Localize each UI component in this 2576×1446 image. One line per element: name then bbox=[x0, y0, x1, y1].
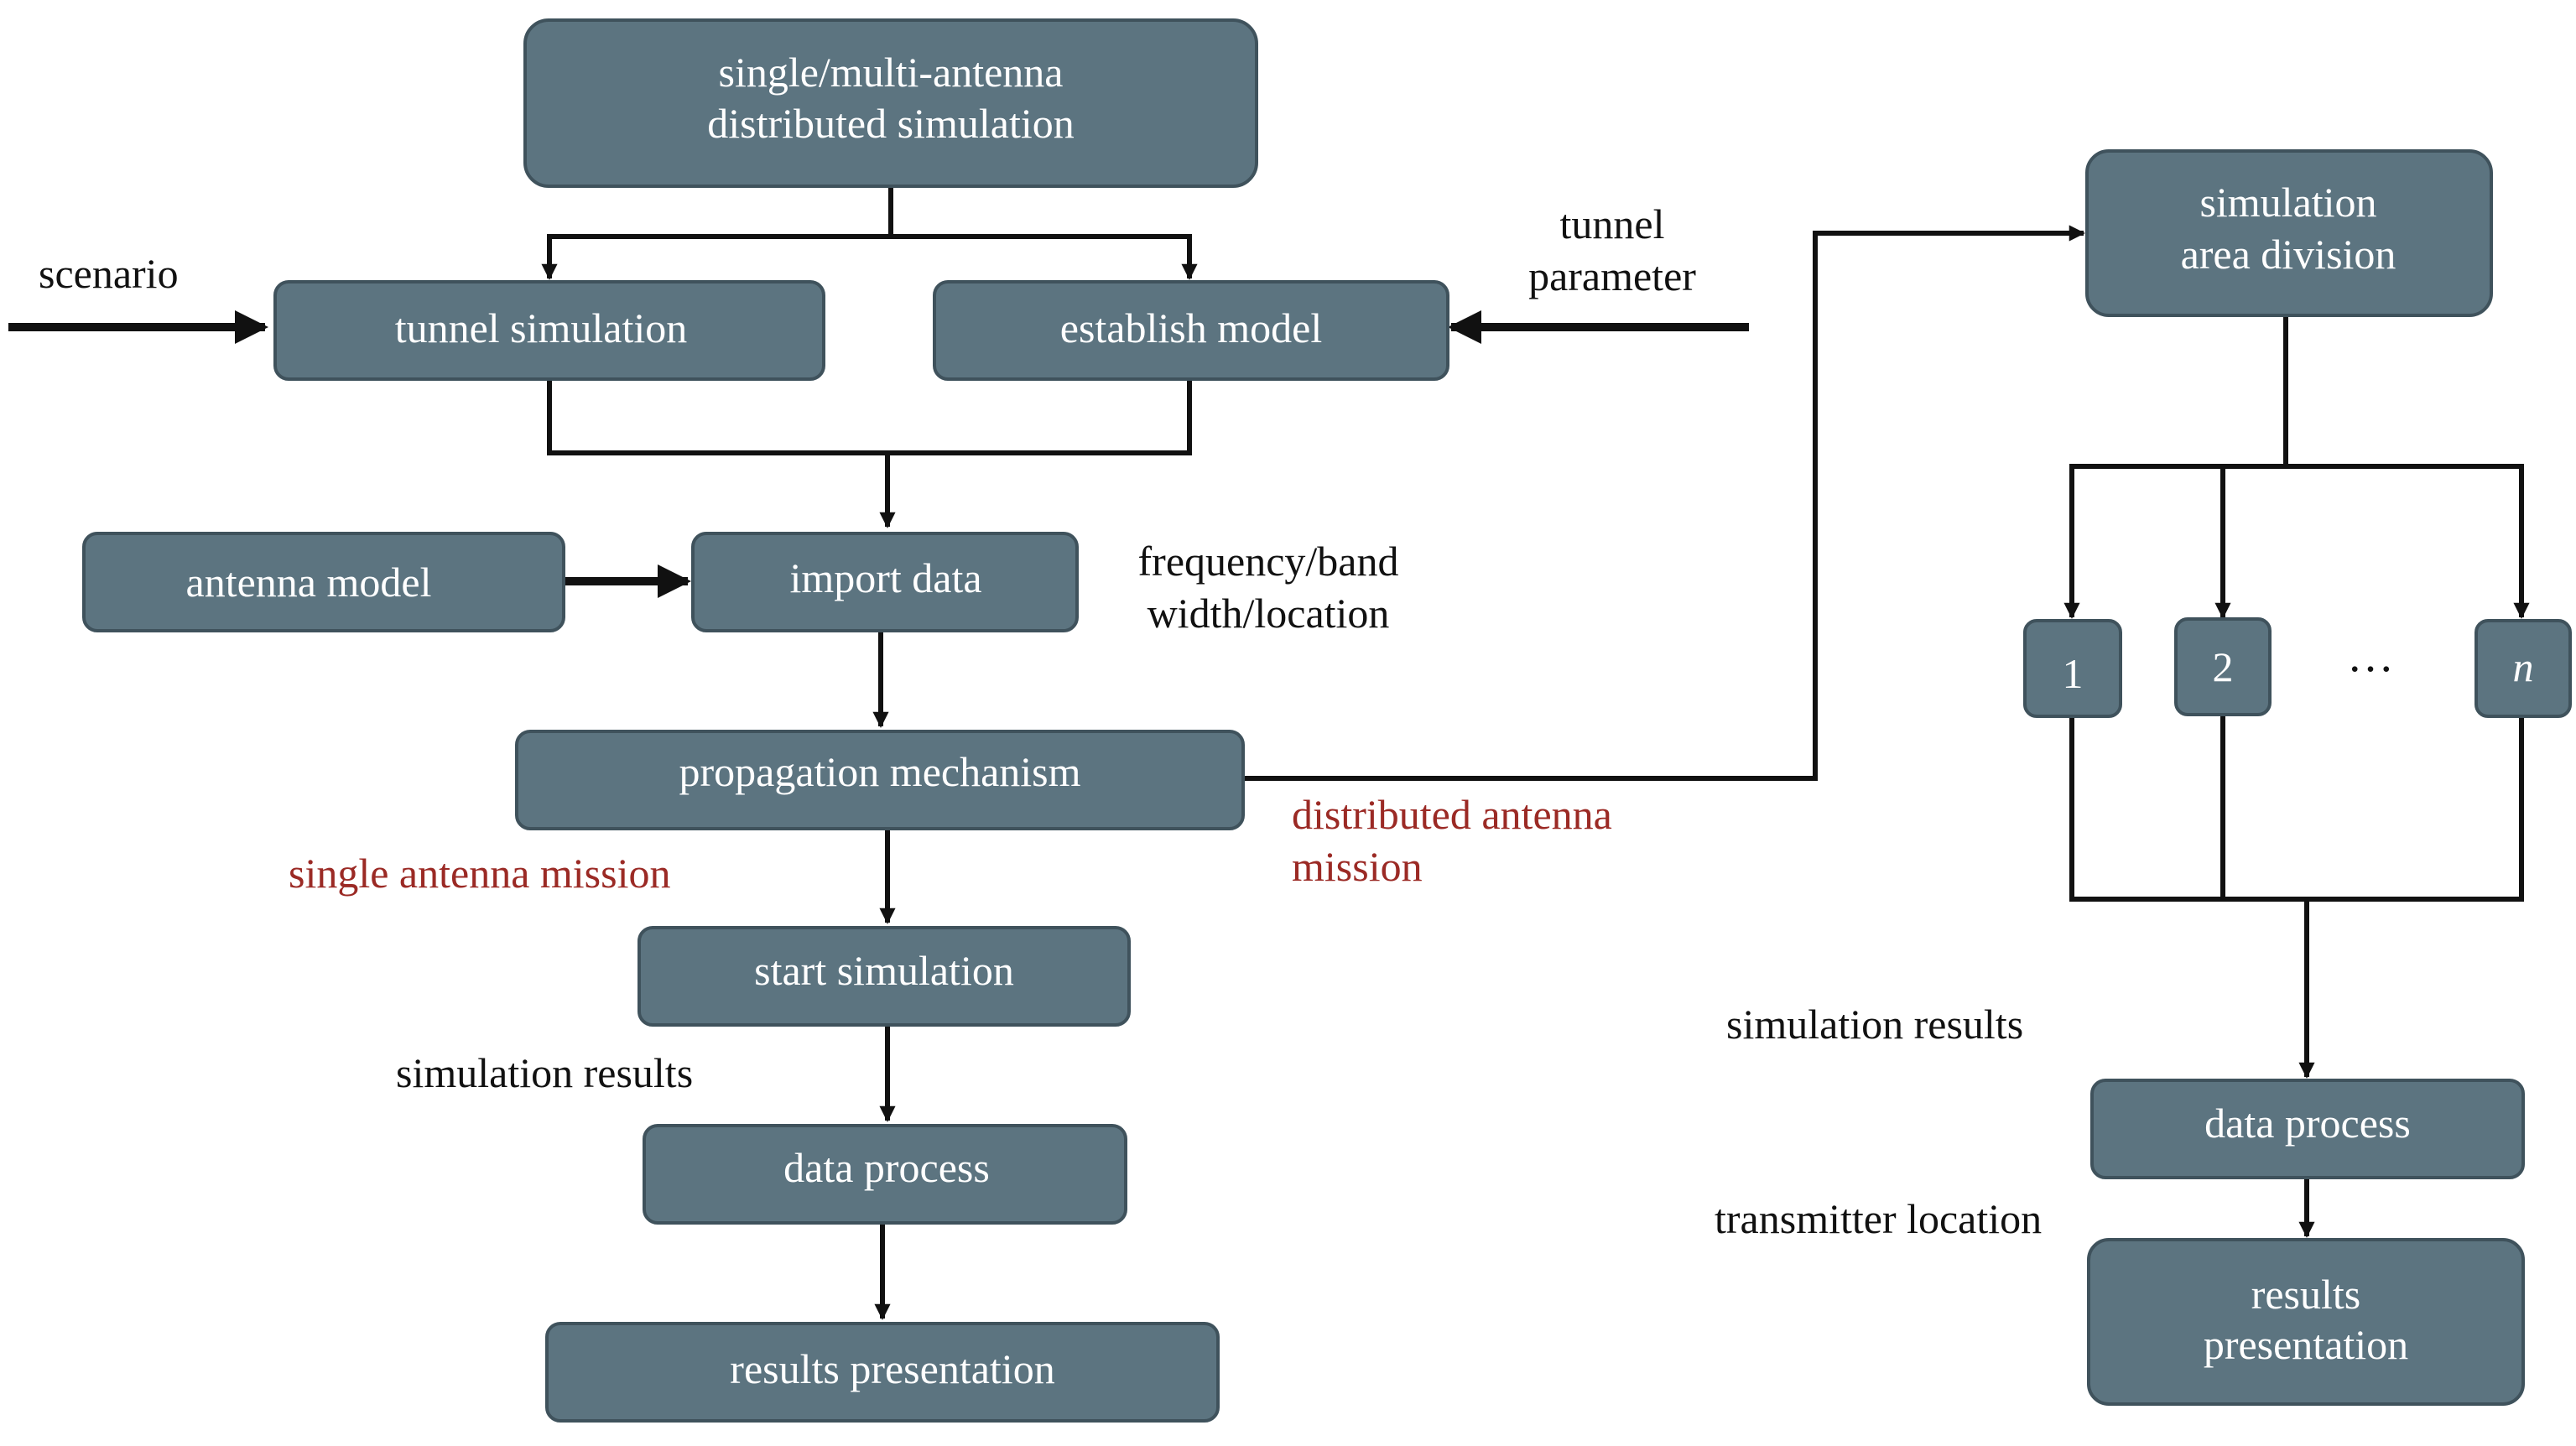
node-2-label: 2 bbox=[2213, 643, 2234, 690]
node-top-line2: distributed simulation bbox=[707, 100, 1074, 147]
node-establish-model: establish model bbox=[933, 280, 1449, 381]
node-n: n bbox=[2475, 619, 2572, 718]
node-simulation-area-division: simulation area division bbox=[2085, 149, 2493, 317]
node-data-process-right-label: data process bbox=[2204, 1100, 2411, 1147]
node-results-presentation-right-line2: presentation bbox=[2204, 1321, 2408, 1368]
node-tunnel-simulation-label: tunnel simulation bbox=[395, 304, 688, 351]
label-simulation-results-right: simulation results bbox=[1726, 1001, 2023, 1048]
connector-merge bbox=[547, 379, 1192, 455]
node-data-process-left: data process bbox=[643, 1124, 1127, 1225]
node-results-presentation-left: results presentation bbox=[545, 1322, 1220, 1423]
node-import-data-label: import data bbox=[789, 554, 981, 601]
label-distributed-antenna-mission-line1: distributed antenna bbox=[1292, 791, 1612, 838]
node-propagation-mechanism: propagation mechanism bbox=[515, 730, 1245, 830]
node-ellipsis: … bbox=[2347, 630, 2394, 682]
node-1-label: 1 bbox=[2063, 650, 2084, 697]
connector-distributed bbox=[1243, 225, 2085, 781]
node-data-process-left-label: data process bbox=[783, 1144, 990, 1191]
connector-area-split bbox=[2069, 315, 2288, 612]
label-distributed-antenna-mission-line2: mission bbox=[1292, 843, 1423, 890]
node-start-simulation: start simulation bbox=[637, 926, 1131, 1027]
node-results-presentation-right: results presentation bbox=[2087, 1238, 2525, 1406]
node-1: 1 bbox=[2023, 619, 2122, 718]
connector-top-split bbox=[547, 188, 893, 273]
node-propagation-mechanism-label: propagation mechanism bbox=[679, 748, 1080, 795]
label-tunnel-parameter-line1: tunnel bbox=[1560, 200, 1665, 247]
label-single-antenna-mission: single antenna mission bbox=[289, 850, 671, 897]
node-top-line1: single/multi-antenna bbox=[718, 49, 1063, 96]
node-start-simulation-label: start simulation bbox=[754, 947, 1014, 994]
connector-nodes-merge bbox=[2069, 716, 2524, 902]
node-n-label: n bbox=[2513, 643, 2534, 690]
node-top: single/multi-antenna distributed simulat… bbox=[523, 18, 1258, 188]
node-antenna-model-label: antenna model bbox=[186, 559, 432, 606]
node-results-presentation-right-line1: results bbox=[2251, 1271, 2361, 1318]
label-simulation-results-left: simulation results bbox=[396, 1049, 693, 1096]
node-simulation-area-division-line1: simulation bbox=[2199, 179, 2376, 226]
node-data-process-right: data process bbox=[2090, 1079, 2525, 1179]
node-2: 2 bbox=[2174, 617, 2272, 716]
node-simulation-area-division-line2: area division bbox=[2181, 231, 2396, 278]
connector-top-split-right bbox=[891, 234, 1192, 273]
node-results-presentation-left-label: results presentation bbox=[730, 1345, 1054, 1392]
node-tunnel-simulation: tunnel simulation bbox=[273, 280, 825, 381]
connector-area-split-n bbox=[2286, 464, 2524, 612]
node-establish-model-label: establish model bbox=[1060, 304, 1322, 351]
node-import-data: import data bbox=[691, 532, 1079, 632]
label-frequency-line1: frequency/band bbox=[1138, 538, 1399, 585]
label-tunnel-parameter-line2: parameter bbox=[1528, 252, 1696, 299]
label-transmitter-location: transmitter location bbox=[1715, 1195, 2042, 1242]
connectors bbox=[8, 188, 2530, 1320]
node-antenna-model: antenna model bbox=[82, 532, 565, 632]
label-frequency-line2: width/location bbox=[1147, 590, 1390, 637]
label-scenario: scenario bbox=[39, 250, 179, 297]
